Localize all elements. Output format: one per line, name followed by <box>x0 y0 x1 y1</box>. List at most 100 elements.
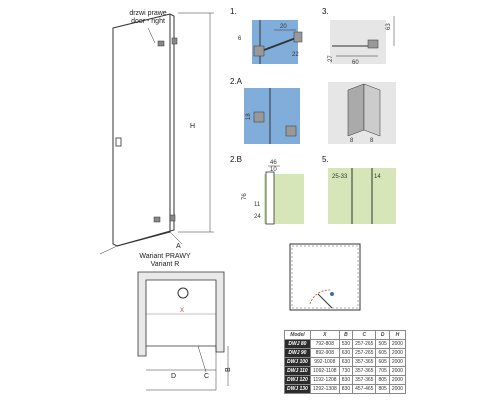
plan-walls <box>137 271 225 357</box>
table-cell: DWJ 90 <box>284 348 311 358</box>
swing-diagram <box>289 243 361 311</box>
table-cell: 357-365 <box>352 375 377 385</box>
table-cell: 892-908 <box>309 348 340 358</box>
table-cell: DWJ 130 <box>284 384 311 394</box>
variant-caption: Wariant PRAWY Variant R <box>120 253 210 269</box>
table-cell: 357-365 <box>352 366 377 376</box>
spec-header-d: D <box>375 330 390 340</box>
table-cell: 457-465 <box>352 384 377 394</box>
drain <box>177 287 189 299</box>
detail-4: 8 8 <box>328 82 396 144</box>
table-cell: 357-365 <box>352 357 377 367</box>
detail-1-number: 1. <box>230 7 237 16</box>
table-cell: 2000 <box>388 339 406 349</box>
label-leader <box>147 27 156 44</box>
door-handle <box>115 137 122 147</box>
table-cell: 992-1008 <box>309 357 340 367</box>
table-cell: 2000 <box>388 348 406 358</box>
door-side-label-en: door - right <box>131 18 165 25</box>
variant-label-en: Variant R <box>150 261 180 268</box>
plan-dim-b: B <box>225 367 232 372</box>
detail-1-dim-b: 6 <box>238 36 242 42</box>
detail-5-dim-b: 14 <box>374 174 381 180</box>
width-dimension <box>99 231 183 255</box>
table-row: DWJ 130 1292-1308 830 457-465 805 2000 <box>284 384 406 394</box>
table-cell: 2000 <box>388 384 406 394</box>
detail-3-dim-c: 60 <box>352 60 359 66</box>
table-cell: 630 <box>338 357 354 367</box>
detail-5-dim-a: 25-33 <box>332 174 348 180</box>
table-cell: 730 <box>338 366 354 376</box>
detail-2b-dim-d: 11 <box>254 202 261 208</box>
table-row: DWJ 90 892-908 630 257-265 605 2000 <box>284 348 406 358</box>
detail-2b-number: 2.B <box>230 155 242 164</box>
detail-3: 3. 63 27 60 <box>322 7 395 66</box>
table-row: DWJ 100 992-1008 630 357-365 605 2000 <box>284 357 406 367</box>
table-cell: 257-265 <box>352 339 377 349</box>
door-side-label: drzwi prawe door - right <box>118 10 178 26</box>
detail-2a-number: 2.A <box>230 77 243 86</box>
detail-3-number: 3. <box>322 7 329 16</box>
table-row: DWJ 120 1192-1208 830 357-365 805 2000 <box>284 375 406 385</box>
width-label: A <box>176 243 181 250</box>
detail-3-dim-b: 27 <box>328 55 334 62</box>
hinge-top-right <box>171 37 178 45</box>
table-cell: 605 <box>375 348 390 358</box>
table-cell: 630 <box>338 348 354 358</box>
spec-header-h: H <box>388 330 406 340</box>
table-row: DWJ 80 792-808 530 257-265 505 2000 <box>284 339 406 349</box>
spec-header-x: X <box>309 330 340 340</box>
detail-4-dim-b: 8 <box>370 138 374 144</box>
hinge-bottom <box>153 216 161 223</box>
detail-2b-dim-a: 46 <box>270 160 277 166</box>
table-cell: 2000 <box>388 357 406 367</box>
hinge-top <box>157 40 165 47</box>
detail-2b-dim-b: 10 <box>270 167 277 173</box>
detail-2a-dim: 18 <box>246 113 252 120</box>
spec-header-model: Model <box>284 330 311 340</box>
spec-header-row: Model X B C D H <box>284 330 406 340</box>
table-cell: DWJ 100 <box>284 357 311 367</box>
spec-header-b: B <box>338 330 354 340</box>
detail-2b: 2.B 46 10 76 11 24 <box>230 155 304 225</box>
table-cell: 2000 <box>388 375 406 385</box>
plan-dim-c: C <box>204 373 209 380</box>
table-cell: 257-265 <box>352 348 377 358</box>
table-cell: 530 <box>338 339 354 349</box>
detail-1: 1. 20 6 22 <box>230 7 303 64</box>
detail-5-number: 5. <box>322 155 329 164</box>
detail-5: 5. 25-33 14 <box>322 155 396 224</box>
height-dimension <box>178 12 214 233</box>
table-cell: 1092-1108 <box>309 366 340 376</box>
table-cell: 830 <box>338 375 354 385</box>
spec-header-c: C <box>352 330 377 340</box>
table-cell: 505 <box>375 339 390 349</box>
table-cell: DWJ 120 <box>284 375 311 385</box>
table-cell: 792-808 <box>309 339 340 349</box>
spec-table: Model X B C D H DWJ 80 792-808 530 257-2… <box>284 330 406 394</box>
table-cell: DWJ 110 <box>284 366 311 376</box>
door-side-label-pl: drzwi prawe <box>129 10 167 17</box>
detail-3-dim-a: 63 <box>386 23 392 30</box>
table-cell: 805 <box>375 384 390 394</box>
table-cell: 605 <box>375 357 390 367</box>
detail-2b-dim-c: 76 <box>242 193 248 200</box>
detail-1-dim-c: 22 <box>292 52 299 58</box>
table-cell: 2000 <box>388 366 406 376</box>
detail-2a: 2.A 18 <box>230 77 300 144</box>
plan-dim-d: D <box>171 373 176 380</box>
table-cell: 1192-1208 <box>309 375 340 385</box>
table-cell: 1292-1308 <box>309 384 340 394</box>
hinge-bottom-right <box>169 214 176 222</box>
variant-label-pl: Wariant PRAWY <box>139 253 191 260</box>
detail-4-dim-a: 8 <box>350 138 354 144</box>
detail-2b-dim-e: 24 <box>254 214 261 220</box>
height-label: H <box>190 123 195 130</box>
table-row: DWJ 110 1092-1108 730 357-365 705 2000 <box>284 366 406 376</box>
door-outline <box>112 13 175 247</box>
detail-1-dim-a: 20 <box>280 24 287 30</box>
table-cell: 705 <box>375 366 390 376</box>
table-cell: 830 <box>338 384 354 394</box>
